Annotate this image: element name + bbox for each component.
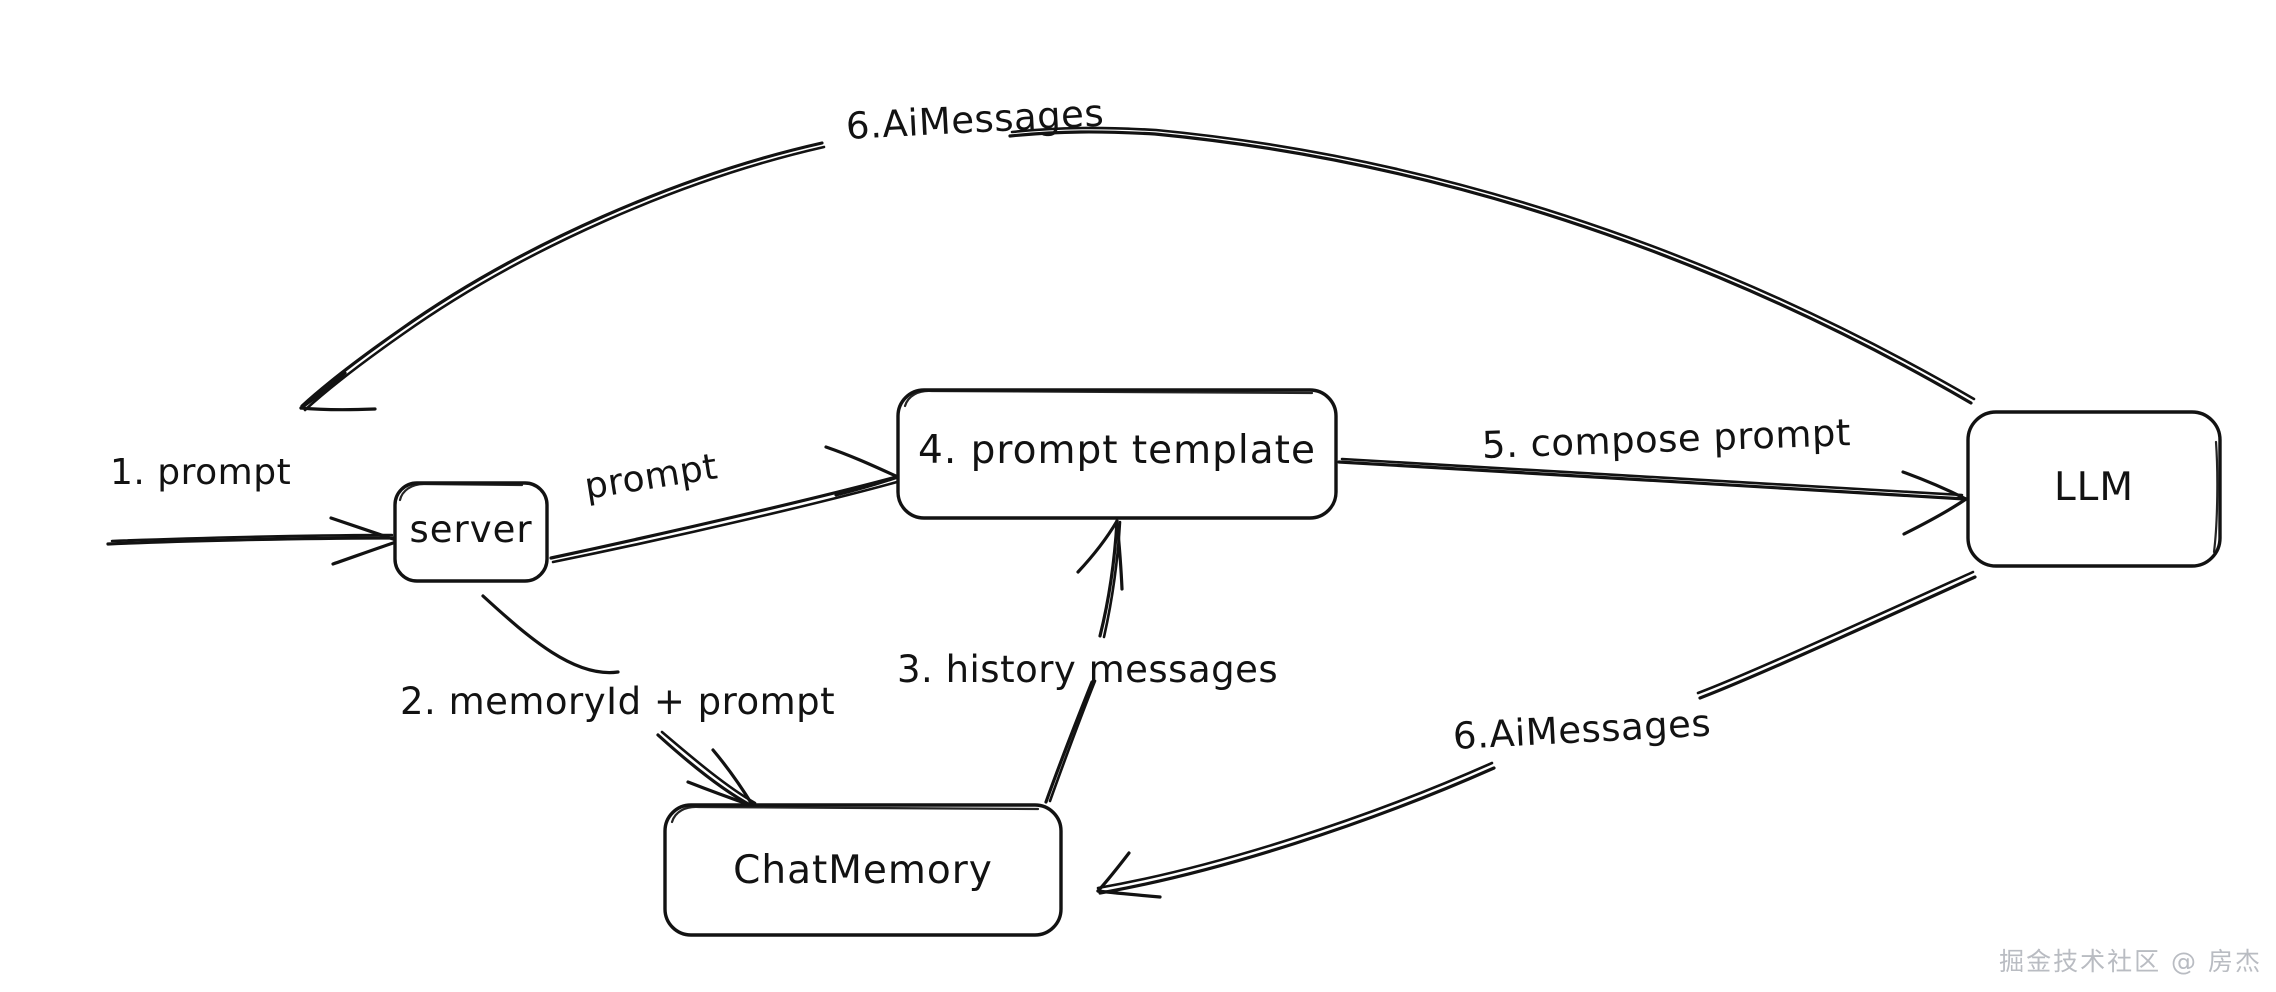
edge-server-to-prompt-template (549, 445, 900, 564)
edge-label-1-prompt: 1. prompt (110, 452, 292, 493)
edge-label-2-memoryid-prompt: 2. memoryId + prompt (400, 680, 836, 723)
edge-prompt-template-to-llm (1337, 457, 1968, 536)
node-prompt-template-shape[interactable] (896, 388, 1338, 520)
node-chatmemory-shape[interactable] (663, 803, 1063, 937)
watermark: 掘金技术社区 @ 房杰 (1999, 947, 2262, 976)
node-label-prompt-template: 4. prompt template (918, 428, 1316, 473)
node-llm-shape[interactable] (1966, 410, 2222, 568)
edge-prompt-to-server (106, 516, 401, 566)
node-label-llm: LLM (2053, 465, 2135, 510)
node-label-chatmemory: ChatMemory (733, 848, 993, 893)
edge-chatmemory-to-prompt-template (1044, 519, 1124, 804)
edge-llm-to-chatmemory (1096, 570, 1977, 899)
node-server-shape[interactable] (393, 481, 549, 583)
edge-llm-to-server-top (299, 126, 1976, 412)
edge-label-3-history-messages: 3. history messages (897, 648, 1279, 691)
node-label-server: server (409, 508, 533, 551)
